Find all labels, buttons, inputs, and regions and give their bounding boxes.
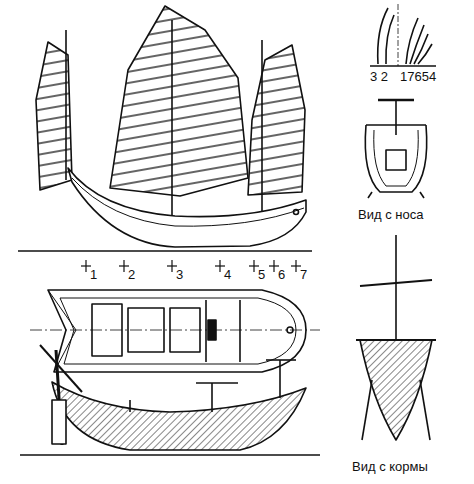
plan-view — [30, 290, 320, 372]
station-number: 5 — [258, 268, 265, 281]
view-caption: Вид с носа — [358, 208, 423, 221]
station-marks — [81, 260, 301, 272]
station-number: 3 — [176, 268, 183, 281]
section-numbers: 17654 — [400, 70, 436, 83]
station-number: 2 — [128, 268, 135, 281]
section-numbers: 3 2 — [370, 70, 388, 83]
mizzen-sail — [36, 30, 72, 190]
body-plan — [370, 4, 436, 66]
side-hull — [68, 168, 306, 247]
baseline — [18, 250, 312, 252]
main-sail — [110, 6, 248, 217]
hawse-hole — [294, 210, 299, 215]
stern-view — [356, 235, 436, 440]
fore-sail — [248, 40, 305, 212]
bow-view — [365, 100, 426, 198]
station-number: 7 — [300, 268, 307, 281]
station-number: 6 — [278, 268, 285, 281]
station-number: 1 — [90, 268, 97, 281]
station-number: 4 — [224, 268, 231, 281]
view-caption: Вид с кормы — [352, 460, 428, 473]
hull-profile — [20, 345, 320, 455]
